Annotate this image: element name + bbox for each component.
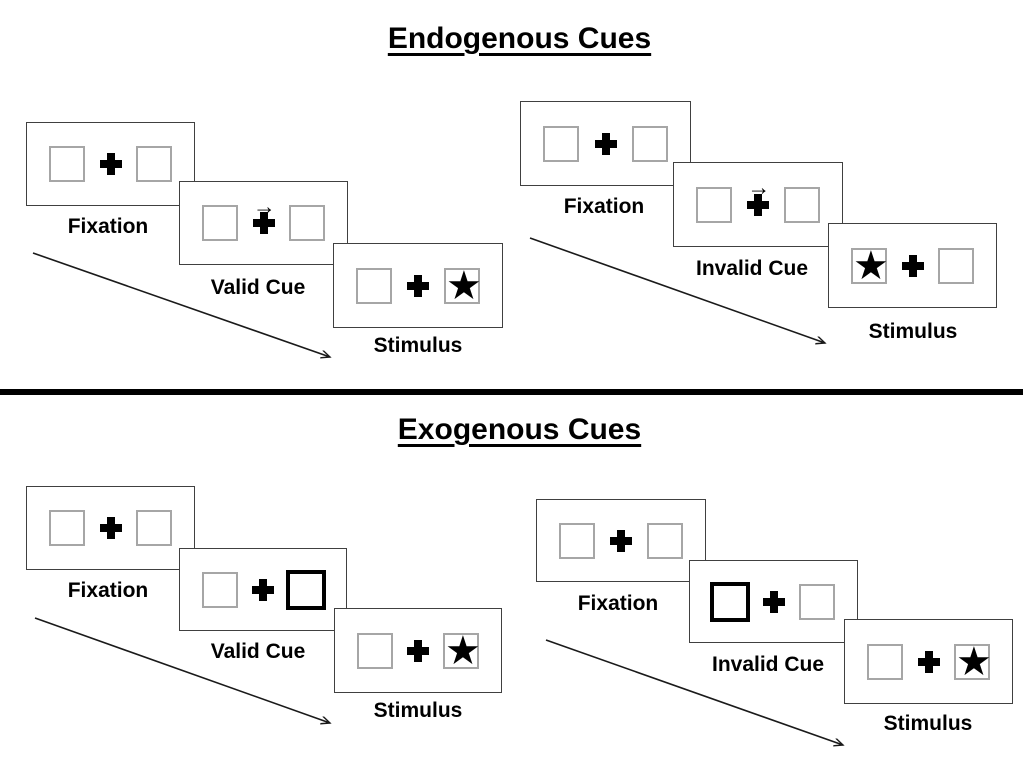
panel-label-valid-cue: Valid Cue <box>210 276 306 299</box>
stimulus-panel: ★ <box>334 608 502 693</box>
invalid-cue-panel <box>689 560 858 643</box>
fixation-cross-icon <box>917 650 940 673</box>
timeline-arrow <box>529 237 825 343</box>
left-box: ★ <box>851 243 889 288</box>
right-box <box>784 186 820 223</box>
section-title-endogenous: Endogenous Cues <box>8 22 1023 56</box>
right-box <box>647 522 683 559</box>
fixation-panel <box>536 499 706 582</box>
fixation-cross-icon <box>99 517 122 539</box>
star-stimulus-icon: ★ <box>445 628 481 673</box>
panel-label-stimulus: Stimulus <box>883 712 973 735</box>
left-box <box>49 146 85 182</box>
fixation-cross-icon <box>407 639 429 662</box>
invalid-cue-panel: → <box>673 162 843 247</box>
cue-arrow-icon: → <box>252 193 276 219</box>
right-box <box>938 247 974 284</box>
right-box <box>136 146 172 182</box>
panel-label-fixation: Fixation <box>67 579 149 602</box>
panel-label-valid-cue: Valid Cue <box>210 640 306 663</box>
panel-label-stimulus: Stimulus <box>373 334 463 357</box>
fixation-cross-icon <box>762 590 785 613</box>
left-box <box>559 522 595 559</box>
left-box <box>867 643 903 680</box>
fixation-cross-icon <box>99 153 122 175</box>
left-box <box>696 186 732 223</box>
left-box <box>49 510 85 546</box>
star-stimulus-icon: ★ <box>956 639 992 684</box>
fixation-cross-icon <box>252 212 275 234</box>
left-box <box>356 267 392 304</box>
fixation-panel <box>26 122 195 206</box>
valid-cue-panel <box>179 548 347 631</box>
timeline-arrow <box>34 617 330 723</box>
cue-box <box>286 569 326 610</box>
right-box: ★ <box>954 639 992 684</box>
left-box <box>543 125 579 162</box>
section-title-endogenous-text: Endogenous Cues <box>387 22 652 55</box>
fixation-panel <box>520 101 691 186</box>
section-divider <box>0 389 1023 395</box>
fixation-cross-icon <box>901 254 924 277</box>
panel-label-invalid-cue: Invalid Cue <box>695 257 809 280</box>
star-stimulus-icon: ★ <box>446 263 482 308</box>
panel-label-fixation: Fixation <box>563 195 645 218</box>
timeline-arrow <box>545 639 843 745</box>
fixation-panel <box>26 486 195 570</box>
right-box <box>136 510 172 546</box>
panel-label-stimulus: Stimulus <box>373 699 463 722</box>
fixation-cross-icon <box>407 274 429 297</box>
timeline-arrow <box>32 252 330 357</box>
right-box <box>799 583 835 620</box>
stimulus-panel: ★ <box>333 243 503 328</box>
left-box <box>202 205 238 241</box>
right-box <box>289 205 325 241</box>
panel-label-invalid-cue: Invalid Cue <box>711 653 825 676</box>
valid-cue-panel: → <box>179 181 348 265</box>
fixation-cross-icon <box>594 132 617 155</box>
panel-label-fixation: Fixation <box>67 215 149 238</box>
left-box <box>202 571 238 608</box>
cue-arrow-icon: → <box>747 174 771 200</box>
fixation-cross-icon <box>252 578 274 601</box>
right-box: ★ <box>444 263 482 308</box>
section-title-exogenous-text: Exogenous Cues <box>397 413 642 446</box>
stimulus-panel: ★ <box>844 619 1013 704</box>
panel-label-fixation: Fixation <box>577 592 659 615</box>
section-title-exogenous: Exogenous Cues <box>8 413 1023 447</box>
right-box: ★ <box>443 628 481 673</box>
panel-label-stimulus: Stimulus <box>868 320 958 343</box>
fixation-cross-icon <box>610 529 632 552</box>
left-box <box>357 632 393 669</box>
star-stimulus-icon: ★ <box>853 243 889 288</box>
right-box <box>632 125 668 162</box>
cue-box <box>710 581 750 622</box>
stimulus-panel: ★ <box>828 223 997 308</box>
fixation-cross-icon <box>747 193 769 216</box>
